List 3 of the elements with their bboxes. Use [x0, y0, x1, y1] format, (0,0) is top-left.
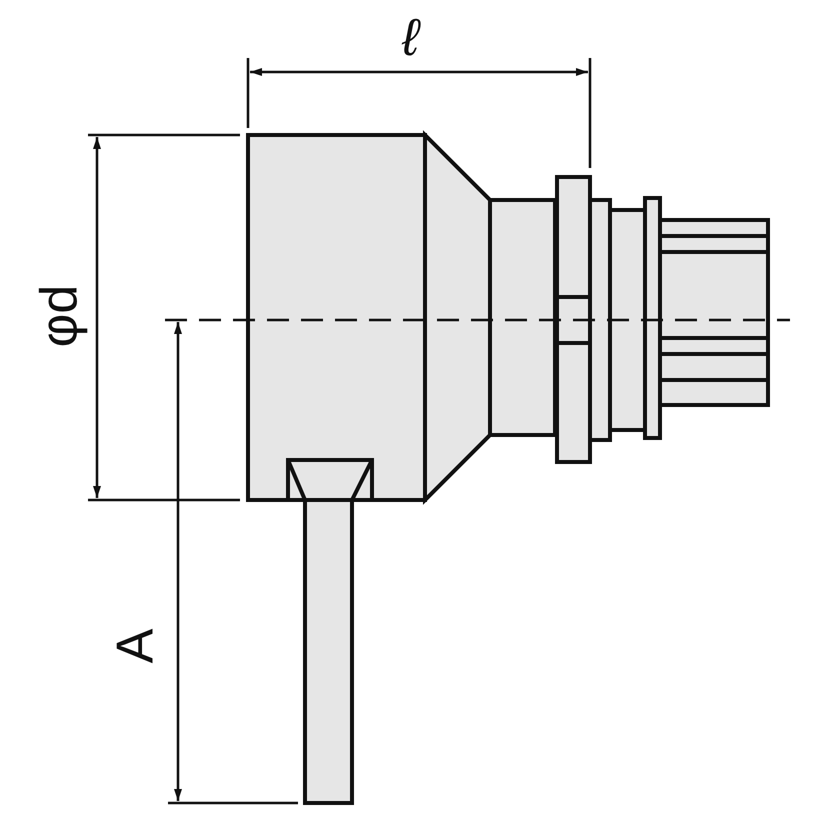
dimension-label: φd: [33, 284, 86, 348]
dimension-label: ℓ: [402, 12, 419, 64]
dimension-label: A: [109, 628, 162, 664]
